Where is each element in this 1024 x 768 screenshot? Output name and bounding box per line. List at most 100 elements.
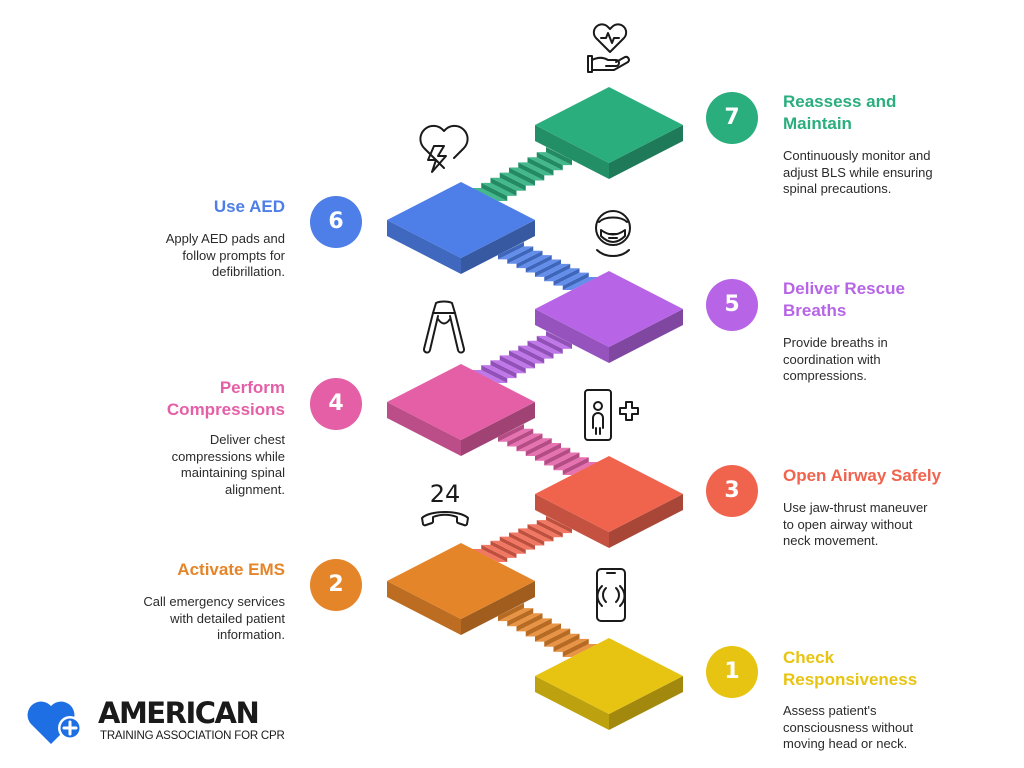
- step-3-description: Use jaw-thrust maneuver to open airway w…: [783, 500, 928, 548]
- step-4-platform-right-face: [461, 402, 535, 456]
- stair-riser: [481, 544, 508, 562]
- step-7-platform-left-face: [535, 125, 609, 179]
- step-7-description: Continuously monitor and adjust BLS whil…: [783, 148, 933, 196]
- step-7-platform-right-face: [609, 125, 683, 179]
- stair-riser: [516, 613, 543, 632]
- stair-tread: [544, 452, 580, 466]
- step-6-number-badge: 6: [310, 196, 362, 248]
- stair-riser: [544, 263, 571, 282]
- stair-tread: [527, 340, 563, 354]
- stair-tread: [525, 443, 561, 456]
- step-5-title: Deliver Rescue Breaths: [783, 279, 905, 320]
- stair-tread: [481, 544, 517, 558]
- stair-riser: [546, 331, 572, 349]
- stair-riser: [536, 520, 563, 538]
- stair-riser: [499, 355, 526, 374]
- step-1-platform-right-face: [609, 676, 683, 730]
- stair-riser: [553, 268, 580, 286]
- stair-riser: [546, 516, 572, 534]
- stair-riser: [527, 340, 554, 359]
- step-5-platform-right-face: [609, 309, 683, 363]
- stair-tread: [518, 162, 554, 176]
- stair-riser: [544, 447, 571, 466]
- stair-tread: [535, 628, 571, 642]
- svg-text:24: 24: [430, 480, 461, 508]
- stair-riser: [536, 335, 563, 354]
- stair-riser: [490, 177, 517, 196]
- step-1-platform: [535, 638, 683, 714]
- step-1-number-badge: 1: [706, 646, 758, 698]
- stair-tread: [481, 182, 517, 196]
- stair-tread: [553, 457, 589, 471]
- stair-riser: [507, 608, 534, 627]
- brand-name: AMERICAN: [98, 696, 260, 730]
- step-2-description: Call emergency services with detailed pa…: [143, 594, 285, 642]
- stair-tread: [516, 438, 552, 452]
- step-6-platform: [387, 182, 535, 258]
- stair-riser: [535, 259, 561, 277]
- step-2-platform-right-face: [461, 581, 535, 635]
- step-5-platform-left-face: [535, 309, 609, 363]
- stair-riser: [498, 242, 524, 260]
- step-4-platform: [387, 364, 535, 440]
- stair-tread: [553, 638, 589, 652]
- stair-tread: [527, 157, 563, 171]
- stair-tread: [518, 345, 554, 359]
- step-6-platform-right-face: [461, 220, 535, 274]
- heart-plus-logo-icon: [27, 701, 82, 744]
- stair-tread: [544, 633, 580, 647]
- stair-tread: [536, 520, 572, 534]
- hand-grip-icon: [423, 300, 465, 354]
- stair-tread: [516, 618, 552, 632]
- stair-riser: [562, 272, 589, 290]
- stair-riser: [536, 152, 563, 171]
- stair-riser: [553, 633, 580, 652]
- stair-tread: [536, 152, 572, 166]
- step-4-platform-left-face: [387, 402, 461, 456]
- stair-riser: [525, 255, 552, 273]
- stair-tread: [553, 272, 589, 286]
- stair-tread: [527, 524, 563, 538]
- stair-riser: [509, 350, 535, 369]
- stair-riser: [553, 452, 580, 471]
- step-1-description: Assess patient's consciousness without m…: [783, 703, 914, 751]
- stair-riser: [481, 182, 508, 201]
- stair-tread: [535, 447, 571, 461]
- stair-riser: [518, 345, 545, 364]
- stair-riser: [498, 424, 524, 442]
- stair-tread: [472, 370, 508, 383]
- stair-tread: [509, 167, 545, 181]
- step-7-title: Reassess and Maintain: [783, 92, 897, 133]
- stair-riser: [546, 147, 572, 166]
- step-3-platform: [535, 456, 683, 532]
- stair-tread: [509, 350, 545, 364]
- step-5-description: Provide breaths in coordination with com…: [783, 335, 888, 383]
- step-4-number-badge: 4: [310, 378, 362, 430]
- brand-logo: AMERICAN TRAINING ASSOCIATION FOR CPR: [26, 696, 306, 748]
- step-7-platform: [535, 87, 683, 163]
- stair-tread: [481, 365, 517, 379]
- hand-heart-icon: [587, 23, 630, 73]
- step-2-title: Activate EMS: [177, 560, 285, 579]
- stair-tread: [472, 188, 508, 201]
- stair-riser: [516, 433, 543, 452]
- step-5-platform: [535, 271, 683, 347]
- stair-riser: [535, 623, 561, 642]
- stair-tread: [498, 246, 534, 260]
- stair-riser: [525, 438, 552, 456]
- stair-riser: [509, 167, 535, 186]
- heart-lightning-icon: [419, 124, 469, 173]
- stretcher-medical-icon: [584, 389, 639, 441]
- stair-tread: [499, 536, 535, 550]
- stair-tread: [499, 355, 535, 369]
- step-7-number-badge: 7: [706, 92, 758, 144]
- stair-tread: [518, 528, 554, 542]
- stair-tread: [562, 644, 598, 657]
- step-4-description: Deliver chest compressions while maintai…: [171, 432, 285, 497]
- stair-tread: [525, 623, 561, 637]
- step-2-platform-left-face: [387, 581, 461, 635]
- stair-riser: [562, 638, 589, 657]
- stair-tread: [535, 263, 571, 277]
- stair-riser: [499, 172, 526, 191]
